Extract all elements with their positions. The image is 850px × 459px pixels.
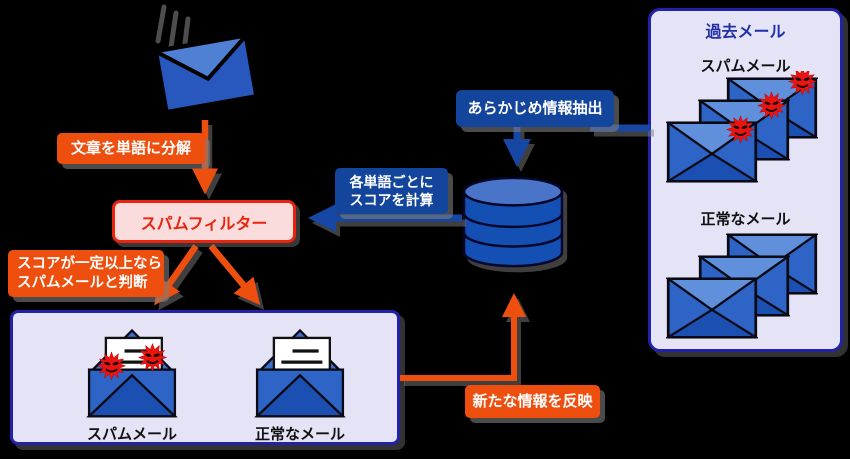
- extract-step-label: あらかじめ情報抽出: [456, 90, 614, 127]
- judge-line1: スコアが一定以上なら: [17, 255, 162, 272]
- normal-open-mail-icon: [244, 323, 356, 420]
- judge-line2: スパムメールと判断: [17, 274, 148, 291]
- judge-step-label: スコアが一定以上なら スパムメールと判断: [8, 250, 164, 297]
- past-normal-stack-icon: [666, 233, 818, 339]
- past-spam-stack-icon: [666, 71, 818, 183]
- connector-reflect: [400, 293, 526, 381]
- reflect-step-label: 新たな情報を反映: [465, 385, 600, 418]
- past-normal-label: 正常なメール: [700, 211, 791, 228]
- split-step-label: 文章を単語に分解: [57, 133, 205, 164]
- spam-filter-label: スパムフィルター: [140, 215, 268, 233]
- past-panel-title: 過去メール: [705, 24, 786, 41]
- spam-filter-box: スパムフィルター: [112, 200, 296, 243]
- database-icon: [462, 176, 564, 268]
- arrow-judge-right: [208, 243, 261, 305]
- result-spam-caption: スパムメール: [86, 426, 177, 443]
- calc-line1: 各単語ごとに: [349, 173, 434, 190]
- past-mail-panel: 過去メール スパムメール 正常なメール: [648, 8, 843, 352]
- past-spam-label: スパムメール: [700, 58, 791, 75]
- spam-open-mail-icon: [76, 323, 188, 420]
- calc-step-label: 各単語ごとに スコアを計算: [335, 168, 448, 214]
- calc-line2: スコアを計算: [349, 192, 434, 208]
- result-box: スパムメール 正常なメール: [10, 310, 400, 445]
- result-normal-caption: 正常なメール: [254, 426, 345, 443]
- incoming-mail-icon: [149, 4, 260, 115]
